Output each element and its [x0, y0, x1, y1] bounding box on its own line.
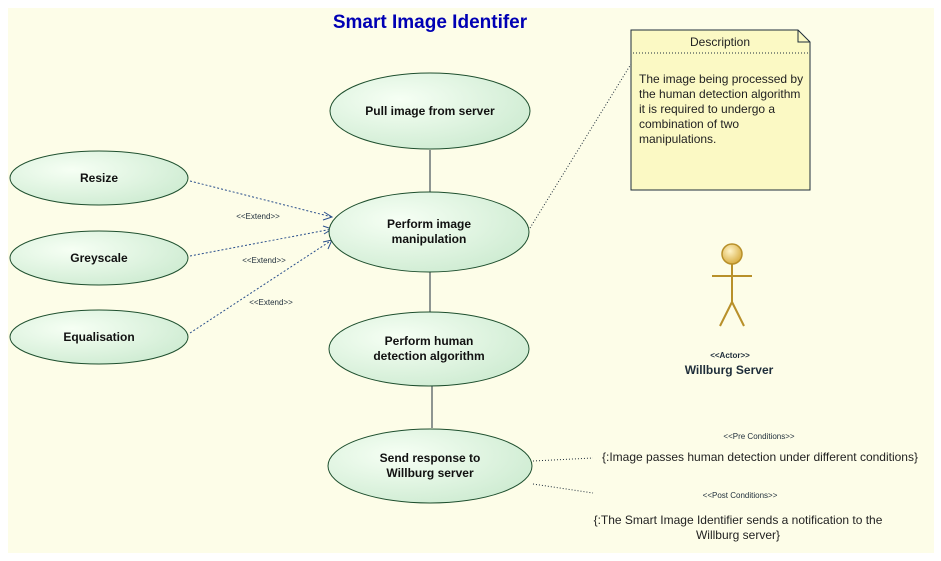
post-conditions-text-line1: {:The Smart Image Identifier sends a not… [593, 513, 883, 527]
use-case-label: Perform image [387, 217, 471, 231]
use-case-label: Pull image from server [365, 104, 495, 118]
pre-conditions-stereotype: <<Pre Conditions>> [723, 432, 794, 441]
extend-arrow-greyscale [189, 225, 334, 257]
use-case-send-response[interactable]: Send response to Willburg server [327, 428, 533, 504]
extend-label: <<Extend>> [242, 256, 286, 265]
use-case-label: Greyscale [70, 251, 128, 265]
diagram-title: Smart Image Identifer [333, 12, 528, 33]
actor-name: Willburg Server [685, 363, 774, 377]
use-case-perform-image-manipulation[interactable]: Perform image manipulation [328, 191, 530, 273]
post-conditions-text-line2: Willburg server} [695, 528, 781, 542]
extend-label: <<Extend>> [249, 298, 293, 307]
use-case-label: Willburg server [386, 466, 474, 480]
post-condition-link [532, 483, 594, 494]
stick-figure-actor-icon[interactable] [712, 243, 752, 327]
use-case-label: Resize [80, 171, 118, 185]
pre-condition-link [532, 457, 594, 462]
use-case-label: manipulation [392, 232, 467, 246]
use-case-pull-image[interactable]: Pull image from server [329, 72, 531, 150]
use-case-label: Send response to [380, 451, 481, 465]
extend-arrow-equalisation [189, 239, 333, 334]
description-note[interactable]: Description [630, 29, 811, 191]
extend-arrow-resize [189, 180, 334, 221]
extend-label: <<Extend>> [236, 212, 280, 221]
note-body: The image being processed by the human d… [639, 72, 804, 146]
use-case-label: Equalisation [63, 330, 134, 344]
use-case-equalisation[interactable]: Equalisation [9, 309, 189, 365]
post-conditions-stereotype: <<Post Conditions>> [703, 491, 778, 500]
use-case-human-detection[interactable]: Perform human detection algorithm [328, 311, 530, 387]
note-header: Description [690, 35, 750, 49]
note-anchor-line [529, 63, 632, 229]
pre-conditions-text: {:Image passes human detection under dif… [602, 450, 918, 464]
use-case-label: Perform human [385, 334, 474, 348]
use-case-label: detection algorithm [373, 349, 484, 363]
actor-stereotype: <<Actor>> [710, 351, 750, 360]
use-case-resize[interactable]: Resize [9, 150, 189, 206]
use-case-greyscale[interactable]: Greyscale [9, 230, 189, 286]
